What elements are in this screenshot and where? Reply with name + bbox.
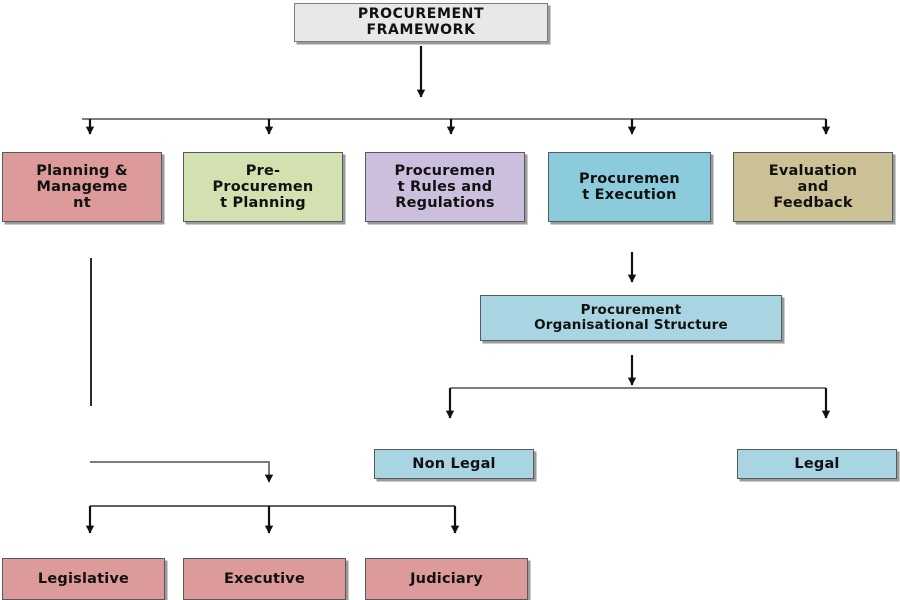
node-title-line-2: FRAMEWORK: [366, 21, 476, 38]
node-label-line-1: Procurement: [580, 301, 682, 318]
node-label: Executive: [224, 570, 305, 587]
node-label-line-2: Organisational Structure: [534, 317, 728, 333]
node-label: Non Legal: [412, 455, 496, 472]
node-evaluation-and-feedback[interactable]: Evaluation and Feedback: [733, 152, 893, 222]
node-legislative[interactable]: Legislative: [2, 558, 165, 600]
node-procurement-organisational-structure[interactable]: Procurement Organisational Structure: [480, 295, 782, 341]
node-title-line-1: PROCUREMENT: [357, 5, 485, 22]
node-label-line-1: Evaluation: [768, 162, 858, 179]
node-label: Legislative: [37, 570, 130, 587]
node-label-line-1: Planning &: [36, 162, 128, 179]
node-legal[interactable]: Legal: [737, 449, 897, 479]
connector-elbow-to-branches: [90, 461, 274, 483]
node-label-line-2: t Execution: [582, 187, 677, 203]
node-label-line-3: Regulations: [395, 195, 495, 212]
node-label-line-2: Manageme: [36, 178, 128, 195]
node-label: Judiciary: [410, 570, 483, 587]
node-pre-procurement-planning[interactable]: Pre- Procuremen t Planning: [183, 152, 343, 222]
node-planning-management[interactable]: Planning & Manageme nt: [2, 152, 162, 222]
node-label: Legal: [794, 455, 840, 472]
node-executive[interactable]: Executive: [183, 558, 346, 600]
node-judiciary[interactable]: Judiciary: [365, 558, 528, 600]
node-label-line-2: t Rules and: [397, 178, 493, 195]
node-label-line-2: Procuremen: [212, 178, 314, 195]
node-label-line-1: Pre-: [245, 162, 281, 179]
node-non-legal[interactable]: Non Legal: [374, 449, 534, 479]
node-procurement-rules-and-regulations[interactable]: Procuremen t Rules and Regulations: [365, 152, 525, 222]
node-label-line-1: Procuremen: [394, 162, 496, 179]
node-procurement-framework[interactable]: PROCUREMENT FRAMEWORK: [294, 3, 548, 42]
node-label-line-3: nt: [73, 195, 91, 212]
node-label-line-2: and: [797, 178, 829, 195]
node-label-line-1: Procuremen: [579, 170, 680, 187]
node-procurement-execution[interactable]: Procuremen t Execution: [548, 152, 711, 222]
node-label-line-3: Feedback: [773, 195, 853, 212]
node-label-line-3: t Planning: [220, 195, 306, 212]
